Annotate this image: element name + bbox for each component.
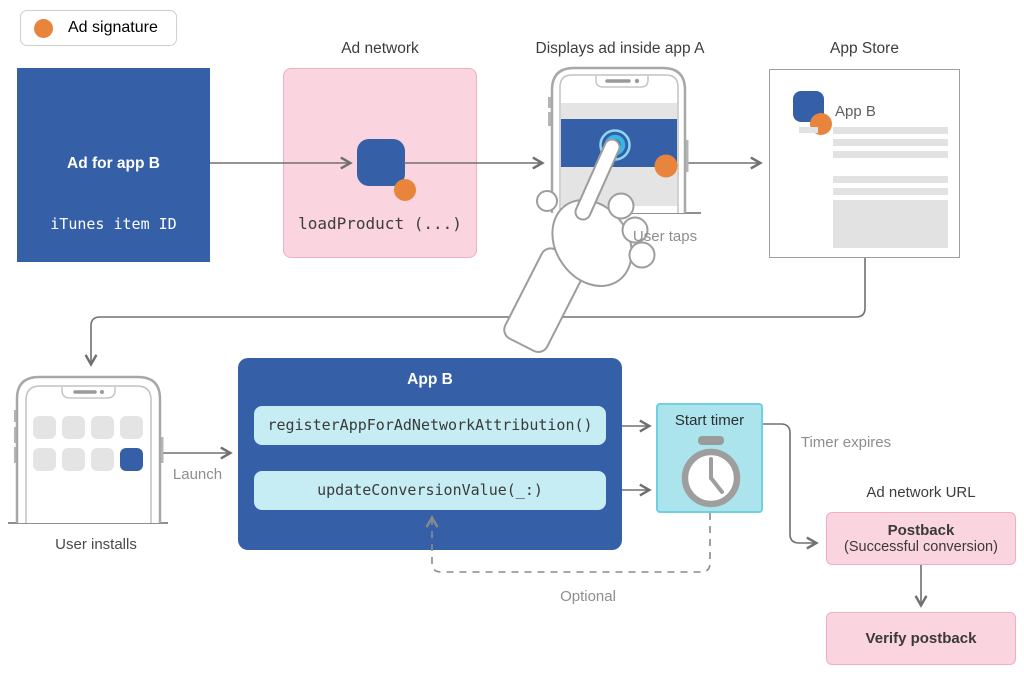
- skeleton-bar: [833, 176, 948, 183]
- skeleton-bar: [833, 139, 948, 146]
- phone-screen: [559, 74, 679, 213]
- skeleton-block: [833, 200, 948, 248]
- legend-ad-signature: Ad signature: [20, 10, 177, 46]
- ad-network-url-title: Ad network URL: [866, 484, 976, 501]
- postback-box: Postback (Successful conversion): [826, 512, 1016, 565]
- app-store-box: App B: [769, 69, 960, 258]
- user-taps-label: User taps: [632, 228, 698, 245]
- app-b-box: App B registerAppForAdNetworkAttribution…: [238, 358, 622, 550]
- start-timer-label: Start timer: [674, 412, 745, 429]
- phone-frame: [15, 375, 162, 523]
- tap-ripple-icon: [599, 129, 631, 161]
- app-b-icon: [357, 139, 405, 186]
- home-screen-icons: [33, 416, 143, 471]
- phone-side-button: [548, 97, 551, 108]
- phone-displays-ad: [503, 66, 701, 353]
- user-installs-label: User installs: [55, 536, 137, 553]
- skeleton-bar: [833, 127, 948, 134]
- ad-banner: [561, 119, 677, 167]
- installed-app-b-icon: [120, 448, 143, 471]
- app-store-title: App Store: [830, 40, 899, 57]
- phone-side-button: [160, 437, 164, 463]
- ad-creative-title: Ad for app B: [67, 155, 160, 172]
- launch-label: Launch: [172, 466, 223, 483]
- verify-postback-box: Verify postback: [826, 612, 1016, 665]
- phone-side-button: [14, 427, 17, 443]
- phone-user-installs: [8, 375, 168, 524]
- pointing-hand-icon: [503, 138, 656, 353]
- ad-creative-itunes-id: iTunes item ID: [50, 215, 177, 233]
- phone-notch: [61, 387, 116, 399]
- load-product-code: loadProduct (...): [298, 214, 462, 233]
- ad-signature-dot-icon: [654, 154, 678, 178]
- phone-notch: [595, 76, 649, 88]
- optional-label: Optional: [560, 588, 616, 605]
- phone-side-button: [14, 410, 17, 422]
- skeleton-bar: [799, 127, 818, 133]
- register-api-chip: registerAppForAdNetworkAttribution(): [254, 406, 606, 445]
- ad-signature-dot-icon: [394, 179, 416, 201]
- ad-signature-dot-icon: [34, 18, 53, 38]
- start-timer-box: Start timer: [656, 403, 763, 513]
- store-app-name: App B: [835, 103, 876, 120]
- ad-creative-box: Ad for app B iTunes item ID: [17, 68, 210, 262]
- phone-side-button: [14, 447, 17, 463]
- phone-side-button: [548, 112, 551, 126]
- postback-subtitle: (Successful conversion): [844, 538, 998, 555]
- camera-icon: [100, 390, 104, 394]
- phone-screen: [25, 385, 152, 523]
- postback-title: Postback: [887, 521, 955, 539]
- skeleton-bar: [833, 151, 948, 158]
- phone-frame: [550, 66, 687, 213]
- legend-label: Ad signature: [68, 19, 158, 36]
- skeleton-bar: [833, 188, 948, 195]
- app-content-strip: [561, 167, 677, 206]
- verify-postback-title: Verify postback: [865, 630, 977, 647]
- app-b-title: App B: [407, 371, 453, 388]
- ad-network-title: Ad network: [341, 40, 419, 57]
- arrow-appstore-to-install: [84, 258, 866, 367]
- ad-network-box: loadProduct (...): [283, 68, 477, 258]
- camera-icon: [634, 78, 640, 84]
- displays-ad-title: Displays ad inside app A: [535, 40, 705, 57]
- update-conversion-chip: updateConversionValue(_:): [254, 471, 606, 510]
- app-content-strip: [561, 103, 677, 119]
- timer-expires-label: Timer expires: [800, 434, 892, 451]
- phone-side-button: [685, 140, 689, 172]
